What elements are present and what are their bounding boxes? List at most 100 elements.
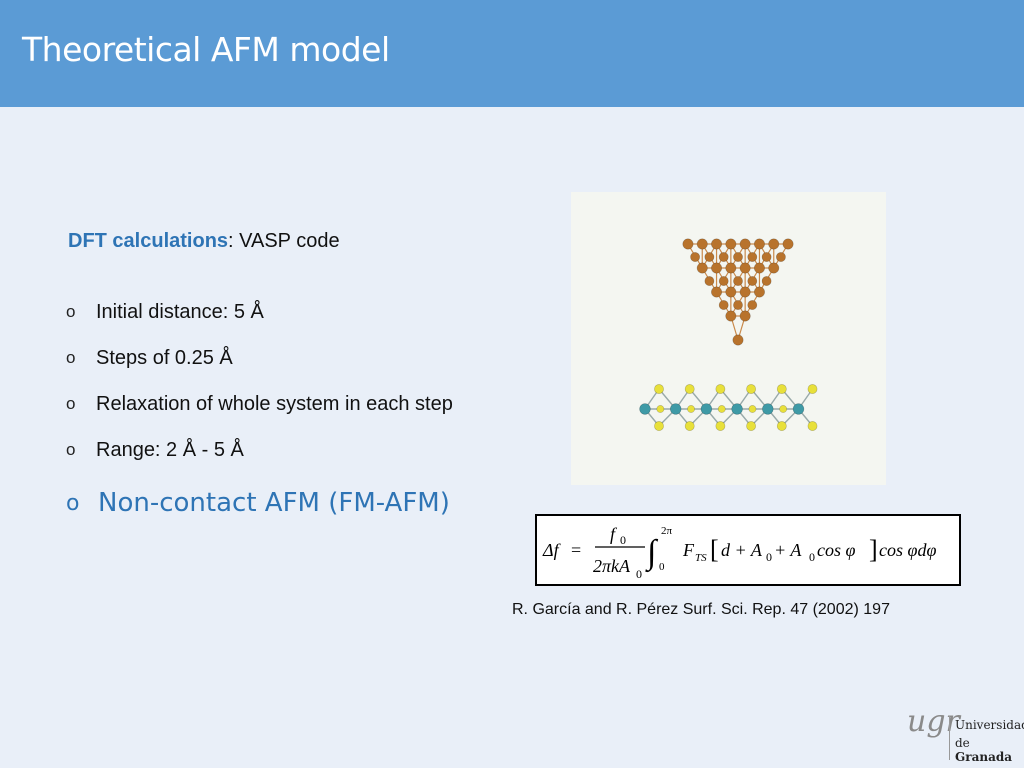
eq-equals: =: [571, 540, 581, 560]
eq-den-sub: 0: [636, 567, 642, 581]
afm-model-figure: [571, 192, 886, 485]
sulfur-atom: [807, 384, 818, 394]
tip-atom: [753, 286, 765, 298]
tip-atom: [732, 334, 744, 346]
tip-atom: [690, 252, 700, 262]
sulfur-atom: [746, 421, 756, 431]
tip-atom: [704, 252, 715, 262]
tip-atom: [696, 262, 708, 274]
sulfur-atom: [746, 384, 756, 394]
tip-atom: [761, 276, 772, 286]
equation-svg: Δf = f 0 2πkA 0 ∫ 2π 0 F TS [ d + A 0 + …: [542, 524, 936, 581]
eq-F-sub: TS: [695, 552, 707, 564]
tip-atom: [768, 238, 780, 250]
metal-atom: [639, 403, 651, 415]
tip-atom: [782, 238, 794, 250]
metal-atom: [792, 403, 805, 415]
layer-bonds: [644, 388, 814, 427]
logo-line-1: Universidad: [955, 718, 1024, 732]
metal-atom: [762, 403, 774, 415]
metal-atom: [731, 403, 743, 415]
circle-bullet-icon: o: [66, 440, 76, 459]
sulfur-atom: [717, 405, 726, 413]
atom-structure-image: [639, 238, 818, 431]
tip-atoms: [682, 238, 794, 346]
tip-atom: [747, 276, 758, 286]
tip-atom: [725, 310, 737, 322]
sulfur-atom: [656, 405, 665, 413]
integral-icon: ∫: [645, 534, 659, 573]
layer-atoms: [639, 384, 818, 431]
left-bracket-icon: [: [710, 535, 719, 564]
eq-int-bot: 0: [659, 561, 665, 573]
tip-atom: [725, 238, 737, 250]
dft-code: : VASP code: [228, 230, 340, 252]
sulfur-atom: [684, 421, 695, 431]
tip-atom: [739, 310, 751, 322]
sulfur-atom: [776, 421, 787, 431]
tip-atom: [733, 300, 743, 310]
slide-title: Theoretical AFM model: [22, 30, 390, 69]
eq-body-c: cos φ: [817, 540, 855, 560]
bullet-text: Range: 2 Å - 5 Å: [96, 439, 244, 461]
tip-atom: [739, 238, 751, 250]
logo-line-2-pre: de: [955, 736, 970, 750]
ugr-logo-mark: ugr: [907, 704, 960, 739]
eq-sub-a: 0: [766, 550, 772, 564]
tip-atom: [753, 262, 765, 274]
sulfur-atom: [779, 405, 788, 413]
tip-atom: [704, 276, 715, 286]
sulfur-atom: [715, 421, 726, 431]
list-item: o Range: 2 Å - 5 Å: [66, 436, 453, 482]
tip-atom: [761, 252, 772, 262]
university-logo: ugr Universidad de Granada: [903, 702, 1024, 768]
slide-header: Theoretical AFM model: [0, 0, 1024, 107]
tip-atom: [711, 238, 723, 250]
sulfur-atom: [684, 384, 695, 394]
eq-body-b: + A: [774, 540, 802, 560]
bullet-text: Steps of 0.25 Å: [96, 347, 233, 369]
sulfur-atom: [807, 421, 818, 431]
bullet-text: Initial distance: 5 Å: [96, 301, 264, 323]
dft-label: DFT calculations: [68, 230, 229, 252]
eq-lhs: Δf: [542, 540, 562, 560]
right-bracket-icon: ]: [869, 535, 878, 564]
tip-atom: [725, 262, 737, 274]
tip-atom: [682, 238, 694, 250]
logo-line-2-bold: Granada: [955, 750, 1013, 764]
ncafm-text: Non-contact AFM (FM-AFM): [98, 488, 450, 518]
circle-bullet-icon: o: [66, 394, 76, 413]
frequency-shift-equation: Δf = f 0 2πkA 0 ∫ 2π 0 F TS [ d + A 0 + …: [535, 514, 961, 586]
list-item: o Initial distance: 5 Å: [66, 298, 453, 344]
tip-atom: [718, 276, 729, 286]
tip-atom: [733, 276, 743, 286]
circle-bullet-icon: o: [66, 302, 76, 321]
sulfur-atom: [776, 384, 787, 394]
tip-atom: [725, 286, 737, 298]
tip-atom: [753, 238, 765, 250]
dft-line: DFT calculations: VASP code: [68, 230, 340, 253]
citation: R. García and R. Pérez Surf. Sci. Rep. 4…: [512, 601, 890, 618]
sulfur-atom: [654, 421, 664, 431]
tip-atom: [739, 262, 751, 274]
tip-atom: [775, 252, 786, 262]
tip-atom: [711, 286, 723, 298]
eq-tail: cos φdφ: [879, 540, 936, 560]
sulfur-atom: [748, 405, 757, 413]
metal-atom: [700, 403, 713, 415]
eq-sub-b: 0: [809, 550, 815, 564]
eq-num: f: [610, 524, 618, 544]
eq-body-a: d + A: [721, 540, 763, 560]
sulfur-atom: [715, 384, 726, 394]
metal-atom: [669, 403, 682, 415]
tip-atom: [739, 286, 751, 298]
logo-divider: [949, 716, 950, 760]
eq-den: 2πkA: [593, 556, 631, 576]
eq-num-sub: 0: [620, 533, 626, 547]
tip-atom: [696, 238, 708, 250]
eq-int-top: 2π: [661, 525, 673, 537]
